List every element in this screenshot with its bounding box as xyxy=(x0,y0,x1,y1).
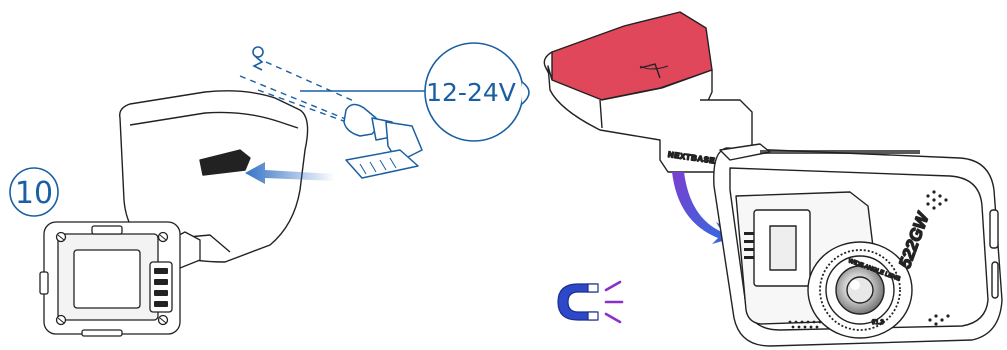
camera-lens: WIDE ANGLE LENS f/1.3 xyxy=(807,241,913,339)
mount-body xyxy=(119,90,309,263)
voltage-label: 12-24V xyxy=(426,78,516,107)
plug-icon xyxy=(343,103,423,179)
magnetic-mount-plate xyxy=(39,221,201,337)
magnet-icon xyxy=(557,280,624,324)
step-number: 10 xyxy=(15,176,53,211)
adhesive-mount: NEXTBASE xyxy=(543,11,753,173)
step-badge: 10 xyxy=(9,167,59,217)
slide-arrow-icon xyxy=(245,162,335,184)
screw-icon xyxy=(252,46,264,71)
voltage-callout: 12-24V xyxy=(424,42,530,142)
guide-lines xyxy=(239,61,357,125)
speaker-grille xyxy=(788,190,950,329)
lens-spec: f/1.3 xyxy=(872,320,884,326)
dash-camera: WIDE ANGLE LENS f/1.3 522GW xyxy=(713,143,1003,347)
